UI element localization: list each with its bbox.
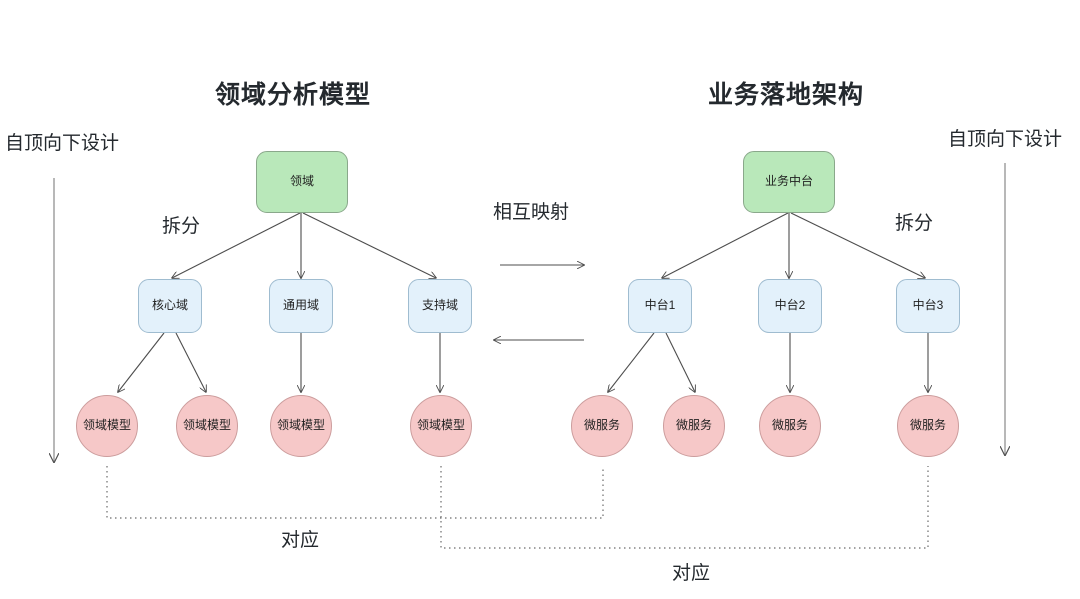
node-platform-1[interactable]: 中台1 (628, 279, 692, 333)
left-topdown-label: 自顶向下设计 (5, 133, 120, 154)
node-general-domain-label: 通用域 (282, 298, 319, 313)
right-split-label: 拆分 (895, 213, 934, 234)
node-domain-model-4[interactable]: 领域模型 (410, 395, 472, 457)
node-microservice-2-label: 微服务 (675, 418, 712, 433)
edge-mid1-to-service-1 (608, 332, 655, 392)
edge-left-root-to-core (172, 212, 301, 278)
node-support-domain[interactable]: 支持域 (408, 279, 472, 333)
node-domain-model-3[interactable]: 领域模型 (270, 395, 332, 457)
edge-right-root-to-mid1 (662, 212, 789, 278)
node-domain-model-1-label: 领域模型 (83, 418, 132, 433)
node-microservice-4-label: 微服务 (909, 418, 946, 433)
node-platform-2-label: 中台2 (774, 298, 806, 313)
node-general-domain[interactable]: 通用域 (269, 279, 333, 333)
mapping-label: 相互映射 (493, 202, 570, 223)
edge-right-root-to-mid3 (790, 212, 925, 278)
node-platform-3-label: 中台3 (912, 298, 944, 313)
node-left-root-label: 领域 (289, 174, 314, 189)
edge-core-to-model-2 (175, 332, 206, 392)
node-right-root-label: 业务中台 (764, 174, 813, 189)
edge-mid1-to-service-2 (665, 332, 695, 392)
node-domain-model-4-label: 领域模型 (417, 418, 466, 433)
node-core-domain[interactable]: 核心域 (138, 279, 202, 333)
correspond-path-1 (106, 466, 604, 519)
node-domain-model-2[interactable]: 领域模型 (176, 395, 238, 457)
right-diagram-title: 业务落地架构 (708, 81, 865, 109)
node-core-domain-label: 核心域 (151, 298, 188, 313)
left-diagram-title: 领域分析模型 (215, 81, 372, 109)
node-microservice-1-label: 微服务 (583, 418, 620, 433)
node-left-root[interactable]: 领域 (256, 151, 348, 213)
right-topdown-label: 自顶向下设计 (948, 129, 1063, 150)
edge-left-root-to-support (302, 212, 436, 278)
node-microservice-4[interactable]: 微服务 (897, 395, 959, 457)
node-right-root[interactable]: 业务中台 (743, 151, 835, 213)
node-microservice-3-label: 微服务 (771, 418, 808, 433)
node-platform-3[interactable]: 中台3 (896, 279, 960, 333)
node-platform-2[interactable]: 中台2 (758, 279, 822, 333)
node-microservice-2[interactable]: 微服务 (663, 395, 725, 457)
node-support-domain-label: 支持域 (421, 298, 458, 313)
node-platform-1-label: 中台1 (644, 298, 676, 313)
left-split-label: 拆分 (162, 216, 201, 237)
node-microservice-3[interactable]: 微服务 (759, 395, 821, 457)
node-domain-model-3-label: 领域模型 (277, 418, 326, 433)
edge-core-to-model-1 (118, 332, 165, 392)
correspond-path-2 (440, 466, 929, 549)
correspond-label-2: 对应 (672, 563, 711, 584)
node-domain-model-1[interactable]: 领域模型 (76, 395, 138, 457)
node-domain-model-2-label: 领域模型 (183, 418, 232, 433)
correspond-label-1: 对应 (281, 530, 320, 551)
node-microservice-1[interactable]: 微服务 (571, 395, 633, 457)
